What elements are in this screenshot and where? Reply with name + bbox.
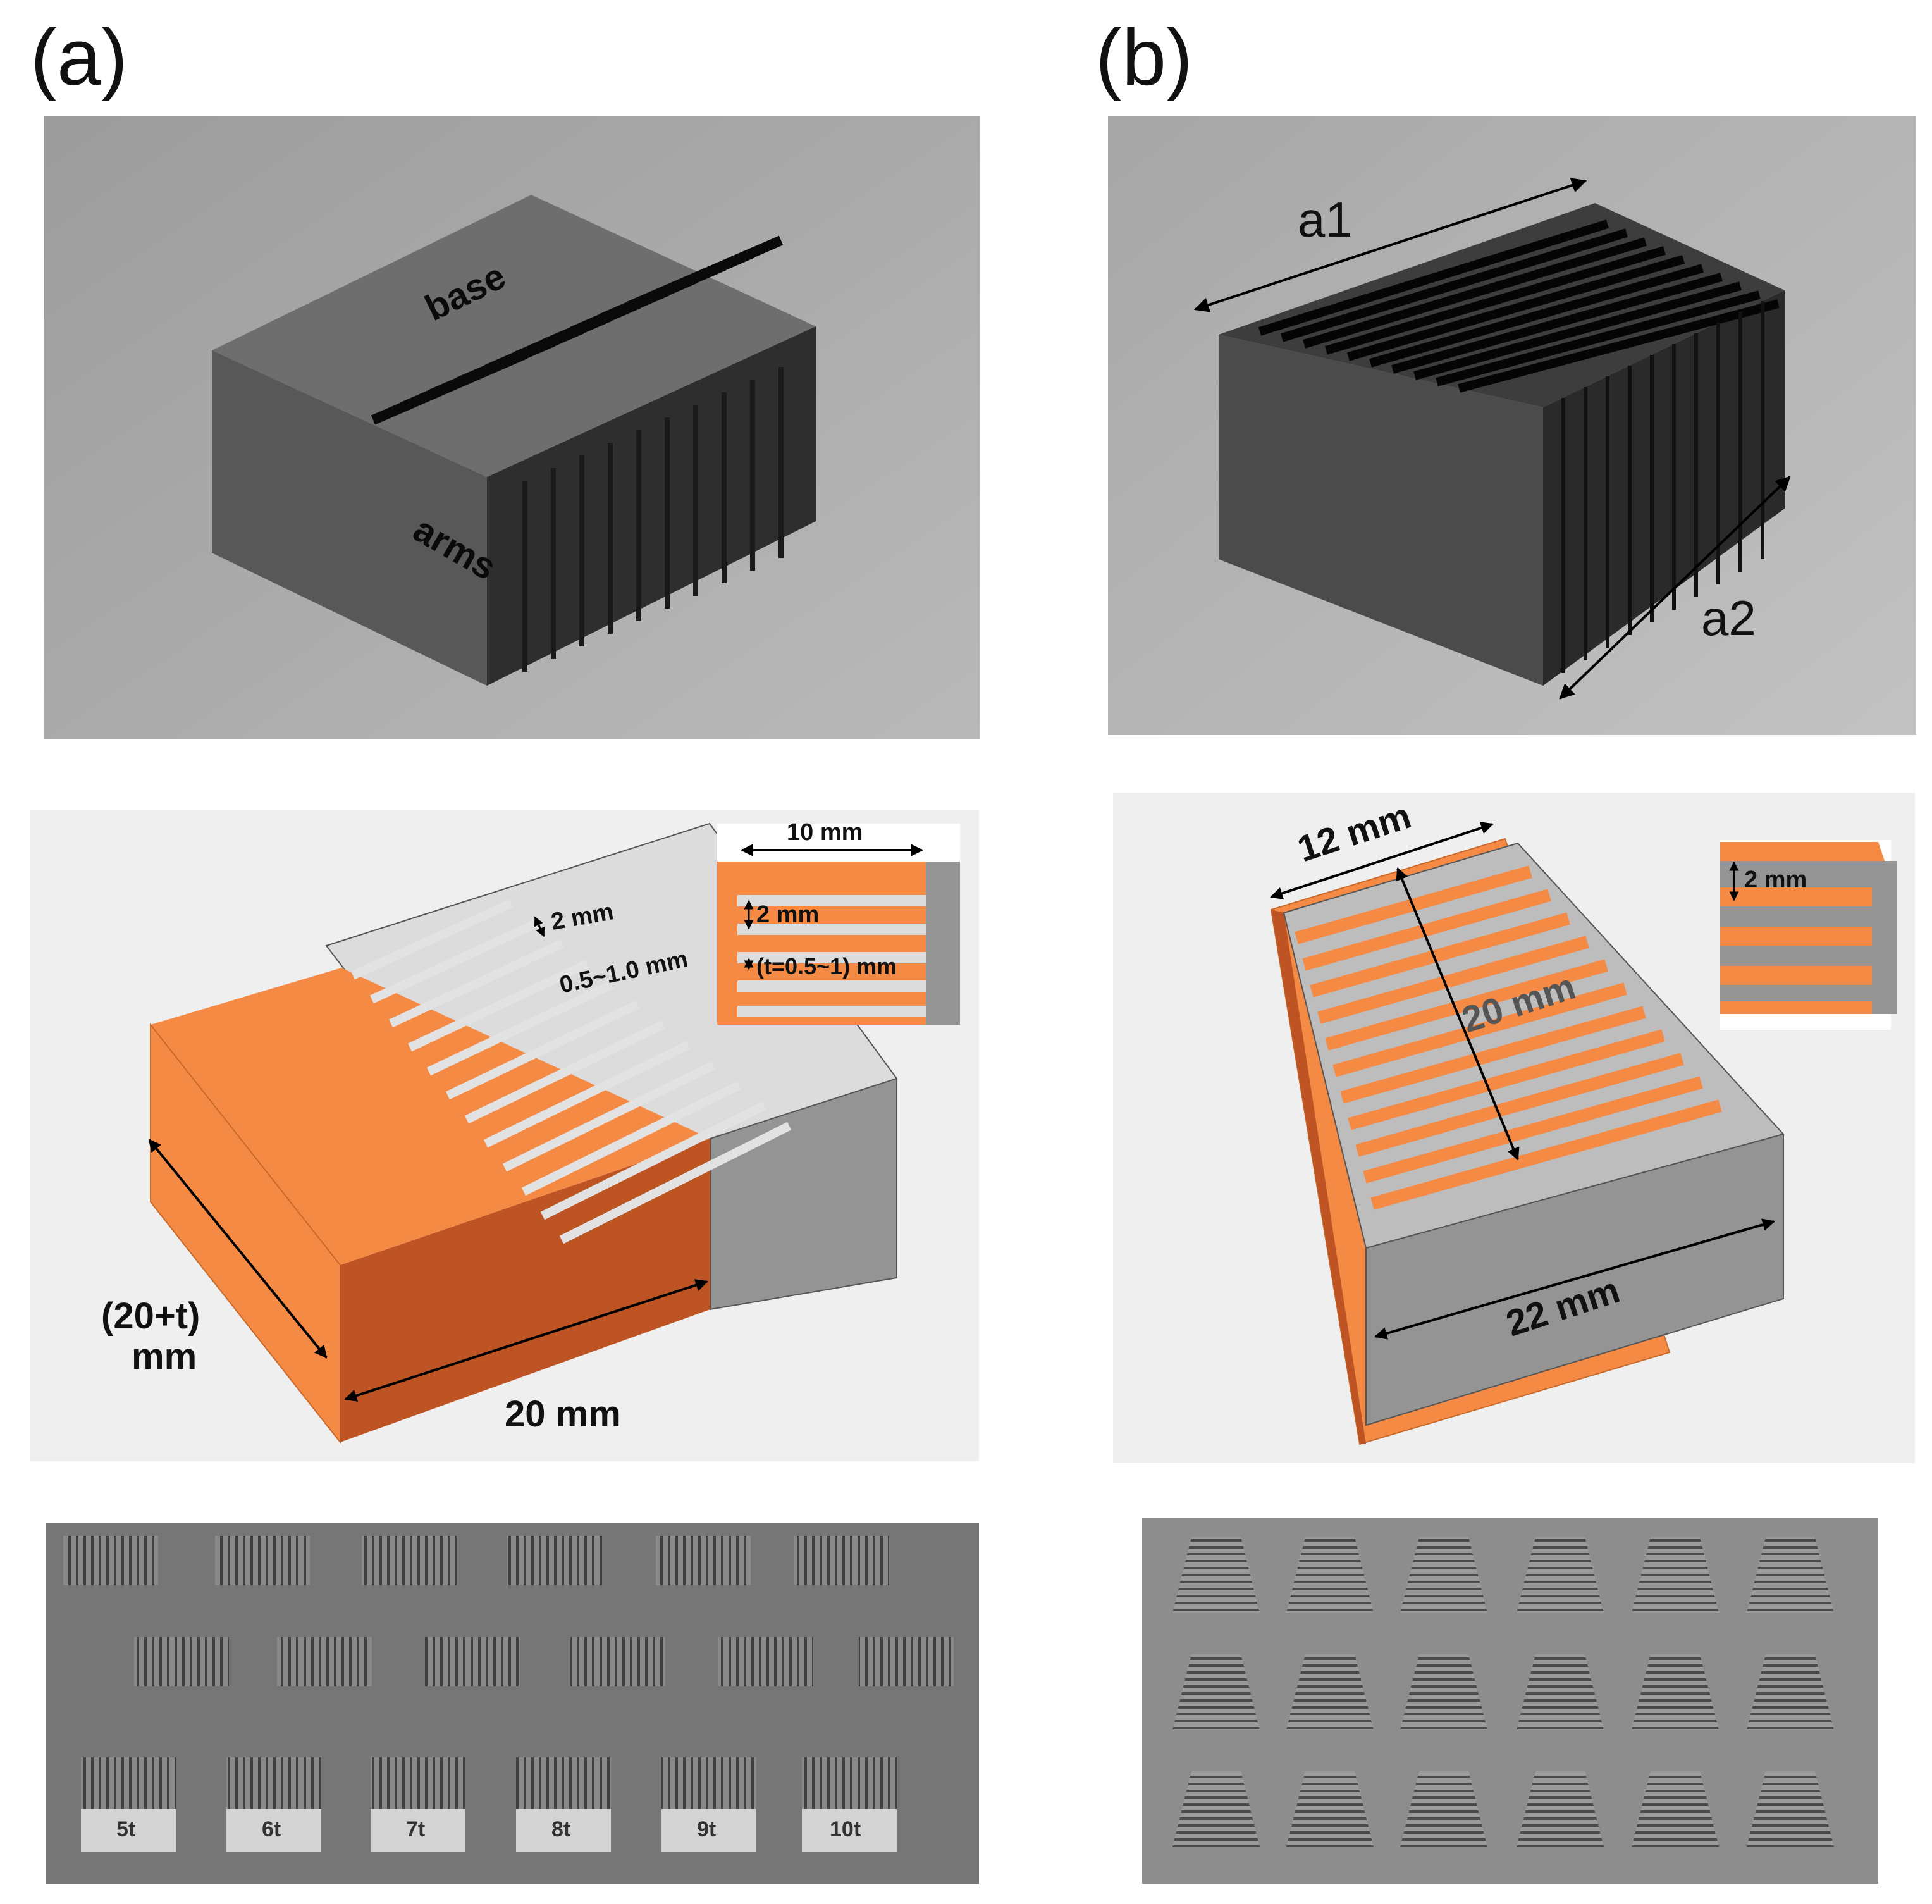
inset-label-thickness: (t=0.5~1) mm <box>756 953 897 979</box>
photo-b-svg <box>1142 1518 1878 1884</box>
sample-label-5t: 5t <box>116 1817 135 1841</box>
panel-label-a: (a) <box>30 13 128 102</box>
height-arrow <box>1396 867 1520 1161</box>
sample-label-7t: 7t <box>406 1817 425 1841</box>
top-arrow <box>1270 822 1494 899</box>
render-a: base arms <box>44 116 980 739</box>
orange-edge <box>1271 910 1366 1444</box>
arrow-a1 <box>1193 178 1587 312</box>
inset-a <box>717 824 960 1025</box>
width-arrow <box>148 1139 328 1359</box>
sample-row-3 <box>81 1757 897 1852</box>
label-length: 20 mm <box>505 1394 621 1435</box>
inset-b <box>1720 840 1897 1030</box>
gray-slots <box>351 899 792 1244</box>
label-a1: a1 <box>1298 192 1353 247</box>
length-arrow <box>344 1279 708 1402</box>
photo-b <box>1142 1518 1878 1884</box>
sample-row-2 <box>134 1637 954 1686</box>
block-front-face <box>1219 335 1543 686</box>
panel-label-b: (b) <box>1095 13 1193 102</box>
render-b-svg: a1 a2 <box>1108 116 1916 735</box>
sample-label-6t: 6t <box>262 1817 281 1841</box>
photo-a-svg: 5t 6t 7t 8t 9t 10t <box>46 1523 979 1884</box>
arm-fins <box>522 367 784 672</box>
inset-label-width: 10 mm <box>787 819 863 846</box>
trapezoid-samples <box>1172 1537 1834 1847</box>
block-top-face <box>212 195 816 477</box>
sample-row-1 <box>63 1536 889 1585</box>
label-a2: a2 <box>1701 590 1756 646</box>
arm-slots <box>371 235 784 425</box>
render-a-svg: base arms <box>44 116 980 739</box>
bottom-arrow <box>1374 1218 1775 1340</box>
inset-label-pitch: 2 mm <box>756 901 819 928</box>
schematic-a: 2 mm 0.5~1.0 mm (20+t) mm 20 mm 10 mm 2 … <box>30 810 979 1461</box>
arrow-a2 <box>1559 476 1791 700</box>
label-width-unit: mm <box>132 1336 197 1377</box>
inset-label-pitch: 2 mm <box>1744 867 1807 893</box>
block-front-face <box>212 350 487 686</box>
label-width: (20+t) <box>101 1295 200 1337</box>
sample-label-10t: 10t <box>830 1817 861 1841</box>
pitch-arrow <box>534 916 545 937</box>
schematic-b: 12 mm 20 mm 22 mm 2 mm <box>1113 793 1915 1463</box>
render-b: a1 a2 <box>1108 116 1916 735</box>
sample-label-8t: 8t <box>551 1817 570 1841</box>
photo-a: 5t 6t 7t 8t 9t 10t <box>46 1523 979 1884</box>
sample-label-9t: 9t <box>697 1817 716 1841</box>
block-right-face <box>487 326 816 686</box>
schematic-b-svg: 12 mm 20 mm 22 mm 2 mm <box>1113 793 1915 1463</box>
schematic-a-svg: 2 mm 0.5~1.0 mm (20+t) mm 20 mm 10 mm 2 … <box>30 810 979 1461</box>
